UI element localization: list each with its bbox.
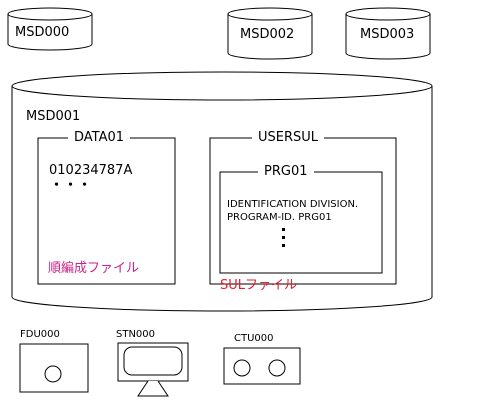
data01-title: DATA01 (68, 131, 131, 144)
msd002-cylinder (227, 7, 313, 60)
code-line-2: PROGRAM-ID. PRG01 (227, 212, 332, 223)
msd003-label: MSD003 (360, 27, 415, 42)
msd000-cylinder (7, 7, 93, 51)
usersul-title: USERSUL (252, 131, 325, 144)
ctu000-label: CTU000 (234, 333, 274, 344)
stn000-terminal (117, 342, 189, 397)
data01-type-label: 順編成ファイル (48, 261, 140, 276)
msd000-label: MSD000 (15, 25, 70, 40)
msd003-cylinder (345, 7, 431, 60)
data01-record: 010234787A (49, 163, 133, 178)
data01-ellipsis: ・・・ (50, 178, 93, 193)
msd002-label: MSD002 (240, 27, 295, 42)
sul-type-label: SULファイル (220, 278, 298, 293)
prg01-title: PRG01 (258, 165, 314, 178)
stn000-label: STN000 (116, 329, 156, 340)
msd001-label: MSD001 (26, 109, 81, 124)
fdu000-label: FDU000 (20, 329, 60, 340)
code-continuation-dots (282, 228, 285, 247)
fdu000-device (19, 343, 89, 393)
ctu000-device (223, 347, 301, 385)
code-line-1: IDENTIFICATION DIVISION. (227, 199, 359, 210)
